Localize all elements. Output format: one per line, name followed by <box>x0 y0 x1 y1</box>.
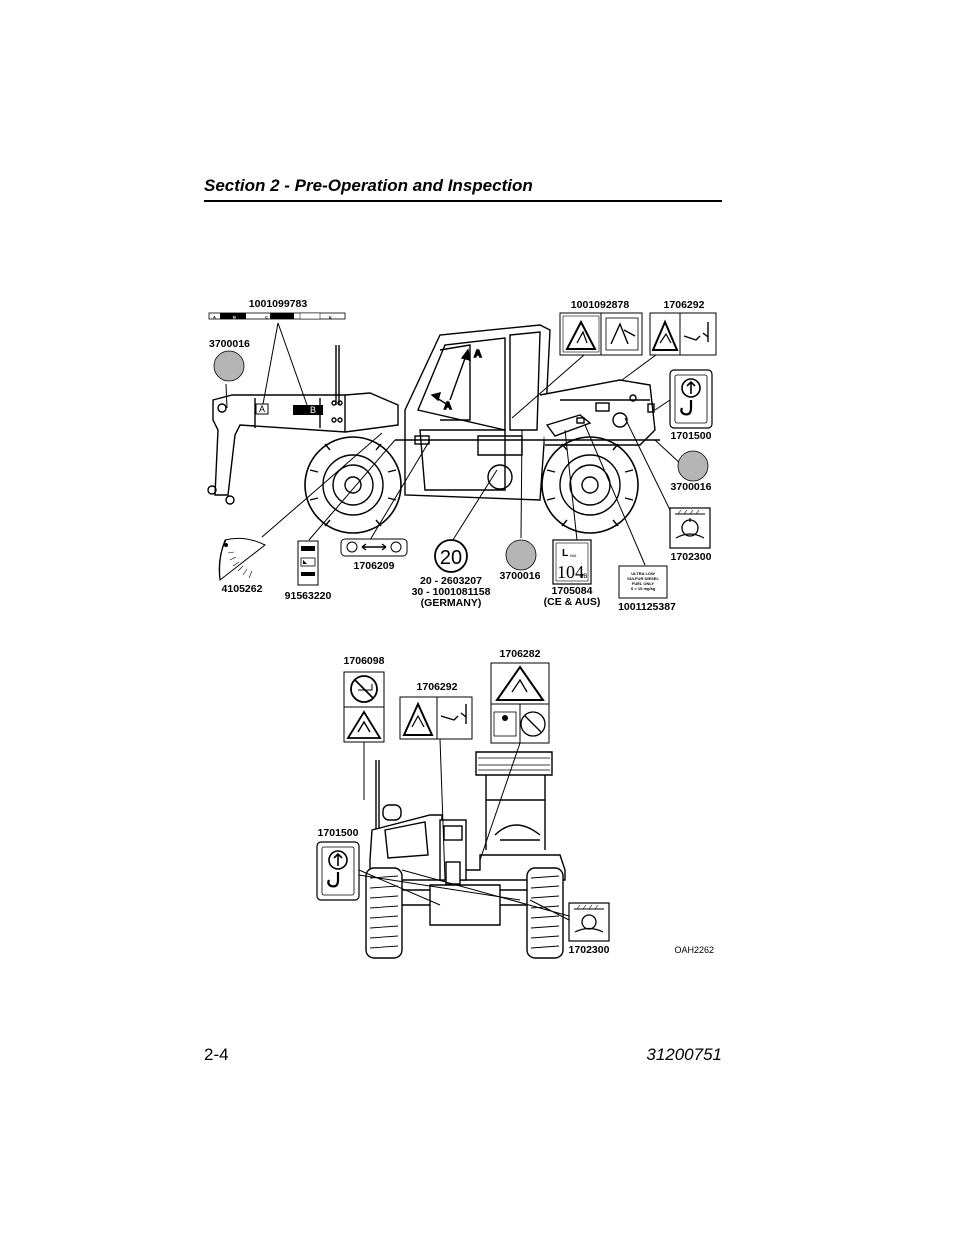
label-noise-decal: 1705084 <box>552 585 593 597</box>
noise-wa: WA <box>570 553 577 558</box>
boom-callout-a: A <box>259 404 265 414</box>
gray-circle-decal-right <box>677 450 709 482</box>
noise-decal: L WA 104 dB <box>552 539 592 585</box>
strip-letter-a: A <box>213 315 216 320</box>
angle-indicator-decal <box>218 537 266 581</box>
fuel-line-4: S < 15 mg/kg <box>631 586 656 591</box>
label-rear-lift: 1701500 <box>318 827 359 839</box>
label-right-warning: 1706292 <box>664 299 705 311</box>
label-rear-warning-left: 1706098 <box>344 655 385 667</box>
rear-leader-lines <box>358 738 570 921</box>
label-speed-line-2: 30 - 1001081158 <box>412 586 491 598</box>
noise-unit: dB <box>580 574 587 580</box>
cab-callout-a-2: A <box>444 400 452 412</box>
page-number: 2-4 <box>204 1045 229 1064</box>
label-cab-warning: 1001092878 <box>571 299 630 311</box>
rear-view-machine <box>365 751 566 959</box>
strip-letter-e: E <box>329 315 332 320</box>
strip-letter-c: C <box>265 315 268 320</box>
label-lift-right: 1701500 <box>671 430 712 442</box>
side-tiedown-decal <box>669 507 711 549</box>
control-decal <box>297 540 319 586</box>
fuel-line-1: ULTRA LOW <box>631 571 655 576</box>
fuel-line-2: SULFUR DIESEL <box>627 576 659 581</box>
side-warning-decal <box>649 312 717 356</box>
cab-warning-decal <box>559 312 643 356</box>
gray-circle-decal-bottom <box>505 539 537 571</box>
fuel-line-3: FUEL ONLY <box>632 581 655 586</box>
side-lift-hook-decal <box>669 369 713 429</box>
strip-letter-b: B <box>233 315 236 320</box>
label-control-decal: 91563220 <box>285 590 332 602</box>
fuel-decal: ULTRA LOW SULFUR DIESEL FUEL ONLY S < 15… <box>618 565 668 599</box>
section-title: Section 2 - Pre-Operation and Inspection <box>204 176 533 195</box>
label-angle-indicator: 4105262 <box>222 583 263 595</box>
noise-lwa: L <box>562 547 569 559</box>
boom-callout-b: B <box>310 405 316 415</box>
figure-id: OAH2262 <box>674 945 714 955</box>
label-speed-line-1: 20 - 2603207 <box>420 575 482 587</box>
rear-tiedown-decal <box>568 902 610 942</box>
label-boom-decal: 1001099783 <box>249 298 308 310</box>
gray-circle-decal-left <box>213 350 245 382</box>
label-rear-warning-mid: 1706292 <box>417 681 458 693</box>
doc-number: 31200751 <box>646 1045 722 1064</box>
noise-value: 104 <box>557 562 584 582</box>
label-circle-left: 3700016 <box>209 338 250 350</box>
label-tie-right: 1702300 <box>671 551 712 563</box>
side-leader-lines <box>225 322 684 566</box>
label-speed-line-3: (GERMANY) <box>421 597 482 609</box>
speed-limit-decal: 20 <box>434 539 468 573</box>
cab-arrow-marks: A A <box>430 347 483 413</box>
rear-labels: 1706098 1706292 1706282 1701500 1702300 … <box>318 648 714 956</box>
label-rear-tie: 1702300 <box>569 944 610 956</box>
speed-limit-number: 20 <box>440 547 462 569</box>
side-view-machine <box>207 324 660 534</box>
label-fuel-decal: 1001125387 <box>618 601 676 613</box>
label-circle-bottom: 3700016 <box>500 570 541 582</box>
rear-crush-decal <box>399 696 473 740</box>
rear-tipover-decal <box>490 662 550 744</box>
label-circle-right: 3700016 <box>671 481 712 493</box>
cab-callout-a: A <box>474 348 482 360</box>
rear-lift-hook-decal <box>316 841 360 901</box>
label-noise-region: (CE & AUS) <box>544 596 601 608</box>
header-rule <box>204 200 722 202</box>
strip-letter-d: D <box>297 315 300 320</box>
label-frame-level: 1706209 <box>354 560 395 572</box>
rear-no-ride-decal <box>343 671 385 743</box>
boom-callouts: A B <box>255 403 323 415</box>
boom-decal-strip: A B C D E <box>208 312 346 320</box>
side-labels: 1001099783 3700016 1001092878 1706292 17… <box>209 298 712 613</box>
frame-level-decal <box>340 538 408 557</box>
label-rear-warning-top: 1706282 <box>500 648 541 660</box>
